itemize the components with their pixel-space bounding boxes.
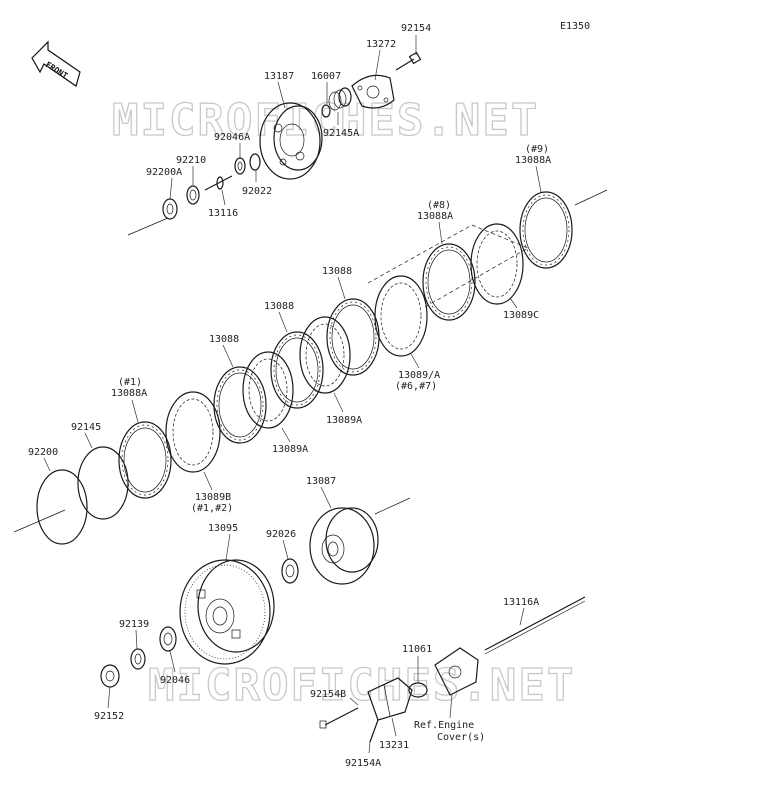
label-note-1-2: (#1,#2) — [191, 503, 233, 514]
label-13095[interactable]: 13095 — [208, 523, 238, 534]
label-13187[interactable]: 13187 — [264, 71, 294, 82]
label-13088A-9[interactable]: 13088A — [515, 155, 551, 166]
label-13088-b[interactable]: 13088 — [264, 301, 294, 312]
label-13089A-b[interactable]: 13089A — [272, 444, 308, 455]
friction-plate-13088-c — [326, 298, 380, 376]
washer-92046A — [234, 157, 246, 175]
label-cover: Cover(s) — [437, 732, 485, 743]
spring-92145A — [328, 87, 352, 111]
label-92200A[interactable]: 92200A — [146, 167, 182, 178]
pushrod-13116 — [204, 175, 233, 191]
label-92139[interactable]: 92139 — [119, 619, 149, 630]
label-13089B[interactable]: 13089B — [195, 492, 231, 503]
steel-plate-13089C — [470, 223, 524, 305]
washer-16007 — [321, 104, 331, 118]
part-labels: 92154 13272 13187 16007 92145A 92046A 92… — [28, 23, 551, 769]
label-92210[interactable]: 92210 — [176, 155, 206, 166]
bearing-92210 — [186, 185, 200, 205]
steel-plate-13089A-a — [299, 316, 351, 394]
label-ref-engine: Ref.Engine — [414, 720, 474, 731]
label-note-9: (#9) — [525, 144, 549, 155]
friction-plate-13088-b — [270, 331, 324, 409]
steel-plate-13089A-b — [242, 351, 294, 429]
label-note-6-7: (#6,#7) — [395, 381, 437, 392]
label-13088-a[interactable]: 13088 — [209, 334, 239, 345]
label-92200[interactable]: 92200 — [28, 447, 58, 458]
label-92145[interactable]: 92145 — [71, 422, 101, 433]
label-note-8: (#8) — [427, 200, 451, 211]
label-92154[interactable]: 92154 — [401, 23, 431, 34]
spring-ring-92145 — [77, 446, 129, 520]
assembly-axis-lines — [13, 189, 608, 533]
label-92046[interactable]: 92046 — [160, 675, 190, 686]
friction-plate-13088-a — [213, 366, 267, 444]
clutch-hub-13087 — [309, 507, 379, 585]
label-13087[interactable]: 13087 — [306, 476, 336, 487]
bushing-92139 — [130, 648, 146, 670]
steel-plate-13089B — [165, 391, 221, 473]
label-13116A[interactable]: 13116A — [503, 597, 539, 608]
label-13089-A[interactable]: 13089/A — [398, 370, 440, 381]
label-note-1: (#1) — [118, 377, 142, 388]
label-13089A-a[interactable]: 13089A — [326, 415, 362, 426]
friction-plate-13088A-1 — [118, 421, 172, 499]
washer-92026 — [281, 558, 299, 584]
label-92154A[interactable]: 92154A — [345, 758, 381, 769]
diagram-code: E1350 — [560, 21, 590, 32]
leader-lines — [43, 35, 542, 754]
release-lever-13231 — [367, 677, 413, 721]
nut-92152 — [100, 664, 120, 688]
label-92154B[interactable]: 92154B — [310, 689, 346, 700]
needle-bearing-92046 — [159, 626, 177, 652]
label-92152[interactable]: 92152 — [94, 711, 124, 722]
label-92026[interactable]: 92026 — [266, 529, 296, 540]
clutch-housing-13095 — [179, 559, 275, 665]
label-16007[interactable]: 16007 — [311, 71, 341, 82]
pressure-plate-13187 — [259, 102, 323, 180]
pushrod-13116A — [484, 596, 586, 655]
label-92046A[interactable]: 92046A — [214, 132, 250, 143]
friction-plate-13088A-9 — [519, 191, 573, 269]
circlip-92200 — [36, 469, 88, 545]
label-13088A-1[interactable]: 13088A — [111, 388, 147, 399]
label-92145A[interactable]: 92145A — [323, 128, 359, 139]
label-13272[interactable]: 13272 — [366, 39, 396, 50]
front-arrow-icon: FRONT — [31, 40, 81, 87]
label-11061[interactable]: 11061 — [402, 644, 432, 655]
label-13231[interactable]: 13231 — [379, 740, 409, 751]
release-cover-ref — [434, 647, 479, 696]
bolt-92154B — [319, 707, 359, 729]
label-13116[interactable]: 13116 — [208, 208, 238, 219]
label-13088-c[interactable]: 13088 — [322, 266, 352, 277]
label-92022[interactable]: 92022 — [242, 186, 272, 197]
friction-plate-13088A-8 — [422, 243, 476, 321]
washer-92022 — [249, 153, 261, 171]
watermark-top: MICROFICHES.NET — [112, 95, 539, 146]
bearing-92200A — [162, 198, 178, 220]
watermark-bottom: MICROFICHES.NET — [148, 660, 575, 711]
bolt-92154 — [395, 51, 422, 71]
label-13088A-8[interactable]: 13088A — [417, 211, 453, 222]
label-13089C[interactable]: 13089C — [503, 310, 539, 321]
lifter-plate-13272 — [351, 74, 395, 109]
bolt-92154A — [369, 719, 379, 743]
steel-plate-13089 — [374, 275, 428, 357]
